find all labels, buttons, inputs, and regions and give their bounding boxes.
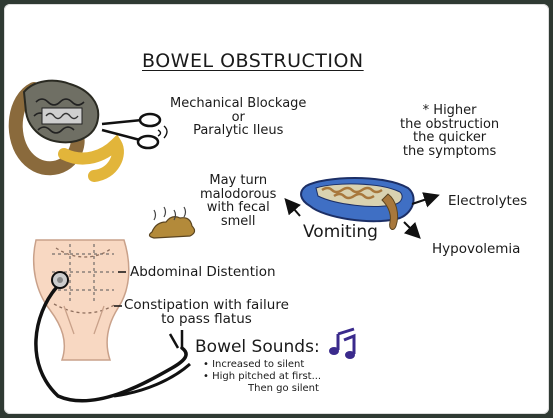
note-line-3: the quicker bbox=[413, 130, 487, 146]
slide-card: BOWEL OBSTRUCTION Mechanical Blockage or… bbox=[4, 4, 549, 414]
constipation-text: Constipation with failure to pass flatus bbox=[124, 297, 289, 328]
electrolytes-label: Electrolytes bbox=[448, 193, 528, 209]
constipation-line-1: Constipation with failure bbox=[124, 297, 289, 313]
fecal-smell-text: May turn malodorous with fecal smell bbox=[200, 174, 276, 229]
scissors-icon bbox=[101, 112, 168, 150]
bullet-text: Increased to silent bbox=[212, 359, 305, 370]
fecal-line-4: smell bbox=[220, 213, 256, 229]
bowel-sounds-bullet: • Increased to silent bbox=[203, 359, 305, 370]
note-line-2: the obstruction bbox=[400, 116, 500, 132]
intestine-illustration bbox=[8, 79, 124, 182]
fecal-line-1: May turn bbox=[209, 173, 268, 188]
music-note-icon bbox=[329, 327, 356, 359]
constipation-line-2: to pass flatus bbox=[161, 311, 252, 328]
causes-text: Mechanical Blockage or Paralytic Ileus bbox=[170, 97, 306, 138]
fecal-line-3: with fecal bbox=[206, 200, 270, 216]
severity-note: * Higher the obstruction the quicker the… bbox=[400, 104, 499, 159]
causes-line-3: Paralytic Ileus bbox=[193, 123, 284, 139]
page-title: BOWEL OBSTRUCTION bbox=[142, 50, 364, 72]
causes-line-1: Mechanical Blockage bbox=[170, 96, 307, 111]
note-line-1: * Higher bbox=[422, 103, 477, 118]
note-line-4: the symptoms bbox=[402, 143, 497, 159]
hypovolemia-label: Hypovolemia bbox=[432, 241, 521, 257]
bullet-text: High pitched at first... bbox=[212, 371, 322, 382]
arrow-to-hypovolemia bbox=[403, 221, 421, 239]
causes-line-2: or bbox=[231, 109, 245, 125]
distention-label: Abdominal Distention bbox=[130, 264, 276, 280]
arrow-to-electrolytes bbox=[411, 192, 440, 208]
bowel-sounds-bullet-continued: Then go silent bbox=[248, 383, 319, 394]
stool-icon bbox=[148, 206, 196, 239]
bowel-sounds-bullet: • High pitched at first... bbox=[203, 371, 322, 382]
bowel-sounds-heading: Bowel Sounds: bbox=[195, 337, 320, 357]
illustrations bbox=[8, 79, 440, 403]
arrow-to-fecal-smell bbox=[284, 197, 301, 217]
emesis-basin-icon bbox=[300, 177, 415, 230]
fecal-line-2: malodorous bbox=[200, 186, 277, 202]
vomiting-label: Vomiting bbox=[303, 222, 378, 242]
abdomen-illustration bbox=[32, 239, 130, 361]
stethoscope-icon bbox=[34, 271, 191, 403]
